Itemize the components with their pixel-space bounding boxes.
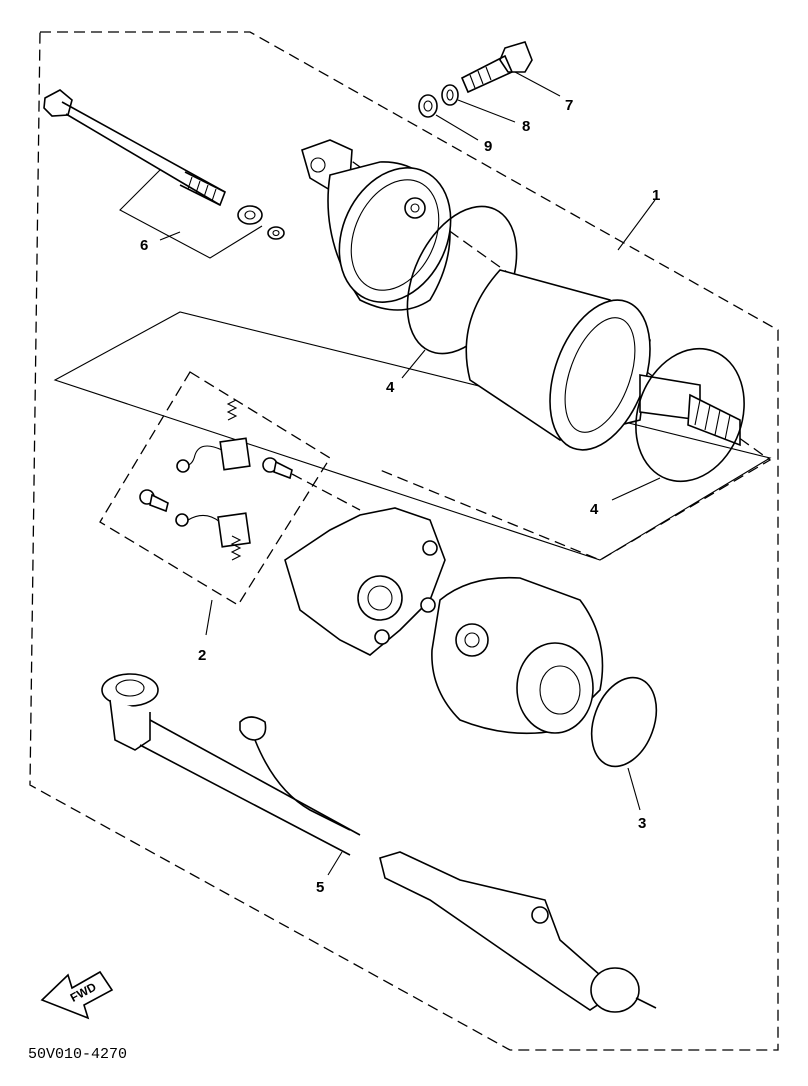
callout-5-leader (327, 851, 343, 876)
brush-kit-boundary (99, 371, 331, 606)
callout-6: 6 (140, 237, 148, 254)
through-bolt (43, 89, 227, 207)
callout-4a-leader (401, 349, 426, 379)
lock-washer (441, 84, 459, 106)
callout-9-leader (435, 114, 479, 141)
brush-alignment-line (291, 473, 361, 511)
o-ring-lower (635, 347, 745, 483)
callout-4a: 4 (386, 379, 395, 396)
yoke (465, 269, 651, 451)
front-cover (301, 139, 452, 311)
callout-2-leader (205, 599, 213, 636)
diagram-code: 50V010-4270 (28, 1046, 127, 1063)
callout-8-leader (457, 99, 516, 123)
o-ring-rear (590, 676, 658, 768)
callout-5: 5 (316, 879, 324, 896)
lead-wire-assembly (101, 673, 657, 1013)
mounting-bolt (460, 41, 533, 94)
rear-cover (431, 576, 604, 735)
callout-3: 3 (638, 815, 646, 832)
callout-4b-leader (611, 477, 661, 501)
assembly-boundary (29, 31, 779, 1051)
callout-7-leader (514, 71, 561, 97)
callout-6-leader (159, 231, 181, 241)
through-bolt-washers (237, 205, 285, 240)
callout-4b: 4 (590, 501, 599, 518)
armature-group-boundary (53, 311, 772, 561)
callout-1: 1 (652, 187, 660, 204)
plain-washer (418, 94, 438, 118)
callout-2: 2 (198, 647, 206, 664)
brush-set (139, 399, 293, 561)
armature-shaft (639, 374, 741, 447)
callout-1-leader (617, 199, 656, 251)
brush-holder (284, 507, 446, 656)
callout-3-leader (627, 767, 641, 811)
callout-7: 7 (565, 97, 573, 114)
callout-9: 9 (484, 138, 492, 155)
callout-8: 8 (522, 118, 530, 135)
forward-direction-arrow: FWD (40, 970, 114, 1020)
callout-6-bracket (119, 169, 263, 259)
